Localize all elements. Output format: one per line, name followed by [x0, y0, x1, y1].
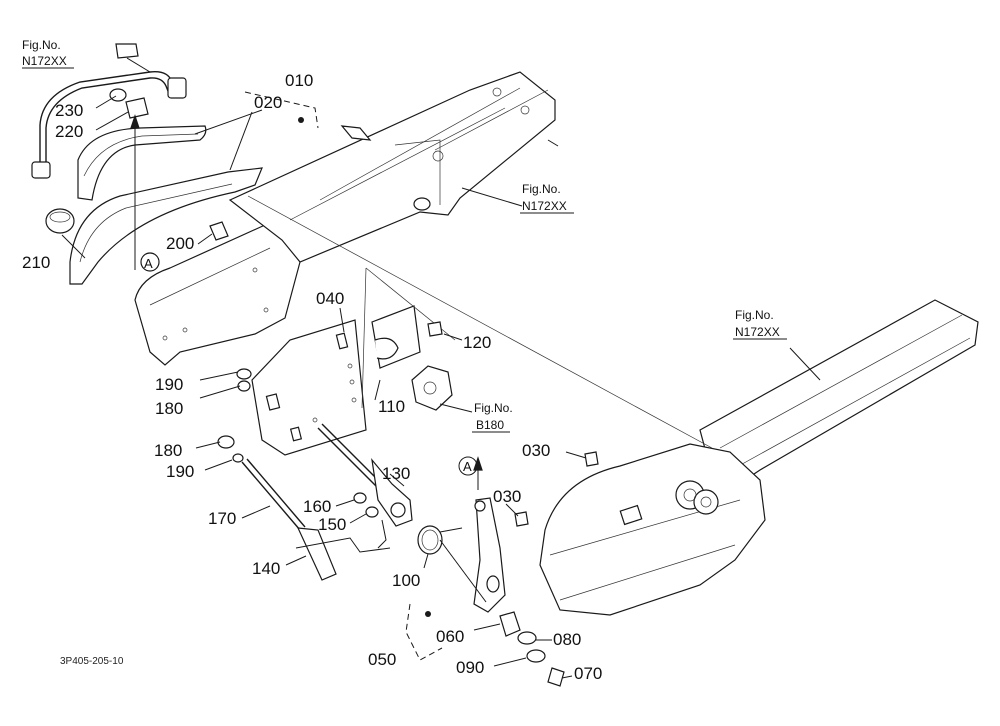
callout-230: 230 — [55, 101, 83, 120]
fig-ref-b180-line2: B180 — [476, 418, 504, 432]
figure-references: Fig.No. N172XX Fig.No. N172XX Fig.No. N1… — [22, 38, 787, 433]
linkage-rod — [195, 368, 463, 581]
callout-180-a: 180 — [155, 399, 183, 418]
callout-080: 080 — [553, 630, 581, 649]
callout-190-a: 190 — [155, 375, 183, 394]
callout-150: 150 — [318, 515, 346, 534]
callout-160: 160 — [303, 497, 331, 516]
arm-050 — [405, 456, 573, 687]
side-panel — [134, 211, 331, 366]
callout-110: 110 — [378, 397, 405, 416]
callout-050: 050 — [368, 650, 396, 669]
section-marker-a-bottom-ring — [458, 456, 478, 476]
section-marker-a-bottom: A — [463, 459, 472, 474]
callout-180-b: 180 — [154, 441, 182, 460]
top-left-assembly — [31, 43, 319, 285]
fig-ref-right-line2: N172XX — [735, 325, 780, 339]
callout-070: 070 — [574, 664, 602, 683]
alignment-line — [247, 195, 713, 449]
fig-ref-mid-line1: Fig.No. — [522, 182, 561, 196]
right-housing — [505, 299, 979, 616]
drawing-code: 3P405-205-10 — [60, 656, 124, 667]
callout-170: 170 — [208, 509, 236, 528]
callout-190-b: 190 — [166, 462, 194, 481]
callout-120: 120 — [463, 333, 491, 352]
fig-ref-topleft-line1: Fig.No. — [22, 38, 61, 52]
fig-ref-topleft-line2: N172XX — [22, 54, 67, 68]
plate-040 — [251, 307, 367, 456]
section-marker-a-top: A — [144, 256, 153, 271]
fig-ref-b180-line1: Fig.No. — [474, 401, 513, 415]
callout-030-b: 030 — [493, 487, 521, 506]
callout-210: 210 — [22, 253, 50, 272]
fig-ref-mid-line2: N172XX — [522, 199, 567, 213]
bracket-110 — [361, 267, 473, 413]
callout-100: 100 — [392, 571, 420, 590]
callout-200: 200 — [166, 234, 194, 253]
top-frame — [228, 71, 559, 263]
callout-040: 040 — [316, 289, 344, 308]
callouts: 010 020 230 220 200 210 040 120 190 180 … — [22, 71, 602, 683]
callout-010: 010 — [285, 71, 313, 90]
callout-060: 060 — [436, 627, 464, 646]
callout-090: 090 — [456, 658, 484, 677]
fig-ref-right-line1: Fig.No. — [735, 308, 774, 322]
callout-220: 220 — [55, 122, 83, 141]
callout-030-a: 030 — [522, 441, 550, 460]
callout-140: 140 — [252, 559, 280, 578]
callout-020: 020 — [254, 93, 282, 112]
callout-130: 130 — [382, 464, 410, 483]
